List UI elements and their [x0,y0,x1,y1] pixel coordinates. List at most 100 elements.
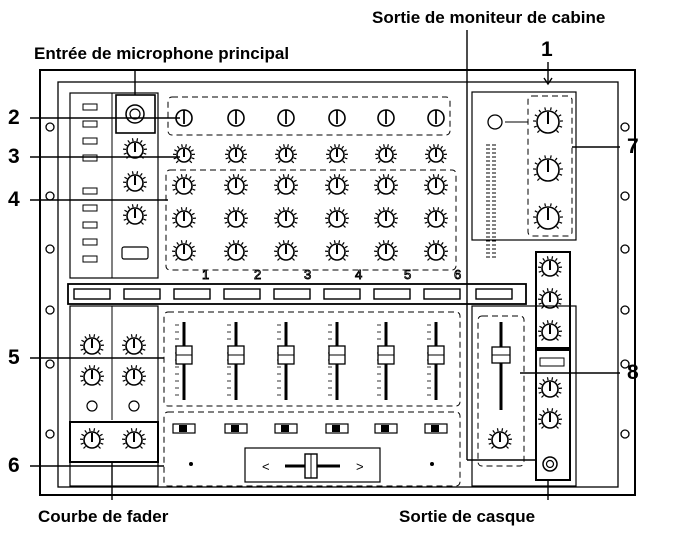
headphone-output-label: Sortie de casque [399,507,536,526]
channel-5-hi-knob[interactable] [373,174,399,195]
cue-button-2[interactable] [123,288,161,300]
channel-4-hi-knob[interactable] [324,174,350,195]
knobs [79,107,564,449]
channel-2-trim-knob[interactable] [227,109,245,127]
left-led-column [82,103,98,263]
callout-1: 1 [541,38,553,61]
channel-6-gain-knob[interactable] [424,144,448,164]
channel-number-1: 1 [202,267,209,282]
channel-5-mid-knob[interactable] [373,207,399,228]
master-knob-1[interactable] [532,107,564,134]
mic-section [69,92,159,279]
channel-3-fader[interactable] [277,322,295,400]
main-mic-input-label: Entrée de microphone principal [34,44,290,63]
channel-3-hi-knob[interactable] [273,174,299,195]
channel-1-gain-knob[interactable] [172,144,196,164]
channel-2-mid-knob[interactable] [223,207,249,228]
fader-start-switch-3[interactable] [274,423,298,434]
channel-3-low-knob[interactable] [273,240,299,261]
booth-monitor-box [535,251,571,349]
channel-1-trim-knob[interactable] [175,109,193,127]
channel-1-fader[interactable] [175,322,193,400]
channel-6-fader[interactable] [427,322,445,400]
cue-button-7[interactable] [373,288,411,300]
led-2 [82,120,98,128]
cue-buttons [73,288,513,300]
fader-start-switch-6[interactable] [424,423,448,434]
callout-2: 2 [8,106,20,129]
left-lower-knob-1[interactable] [79,334,105,355]
led-3 [82,137,98,145]
channel-1-low-knob[interactable] [171,240,197,261]
booth-knob-2[interactable] [537,288,563,309]
channel-1-hi-knob[interactable] [171,174,197,195]
channel-5-trim-knob[interactable] [377,109,395,127]
channel-3-gain-knob[interactable] [274,144,298,164]
fader-start-switch-2[interactable] [224,423,248,434]
fader-start-switch-5[interactable] [374,423,398,434]
channel-2-low-knob[interactable] [223,240,249,261]
callout-8: 8 [627,361,639,384]
led-8 [82,238,98,246]
channel-6-low-knob[interactable] [423,240,449,261]
led-4 [82,154,98,162]
fader-curve-label: Courbe de fader [38,507,169,526]
channel-trim-area [167,96,451,136]
leader-lines [30,30,620,500]
channel-3-trim-knob[interactable] [277,109,295,127]
crossfader-right-arrow: > [356,459,364,474]
cue-button-4[interactable] [223,288,261,300]
mic-knob-1[interactable] [122,138,148,159]
headphone-knob-1[interactable] [537,377,563,398]
channel-5-gain-knob[interactable] [374,144,398,164]
cue-button-9[interactable] [475,288,513,300]
headphone-knob-2[interactable] [537,408,563,429]
left-lower-knob-2[interactable] [121,334,147,355]
cue-button-5[interactable] [273,288,311,300]
channel-4-mid-knob[interactable] [324,207,350,228]
channel-2-gain-knob[interactable] [224,144,248,164]
cue-button-1[interactable] [73,288,111,300]
cue-button-3[interactable] [173,288,211,300]
master-section [471,91,577,241]
channel-2-hi-knob[interactable] [223,174,249,195]
led-6 [82,204,98,212]
channel-5-fader[interactable] [377,322,395,400]
left-lower-knob-6[interactable] [121,428,147,449]
channel-6-mid-knob[interactable] [423,207,449,228]
fader-start-switch-1[interactable] [172,423,196,434]
fader-start-switch-4[interactable] [325,423,349,434]
left-lower-knob-5[interactable] [79,428,105,449]
callout-6: 6 [8,454,20,477]
crossfader-area [163,411,461,487]
mic-switch [121,246,149,260]
channel-6-trim-knob[interactable] [427,109,445,127]
channel-fader-area [163,311,461,407]
master-knob-3[interactable] [532,203,564,230]
channel-number-2: 2 [254,267,261,282]
channel-4-gain-knob[interactable] [325,144,349,164]
panel-outline [57,81,619,488]
booth-knob-3[interactable] [537,320,563,341]
channel-number-5: 5 [404,267,411,282]
channel-5-low-knob[interactable] [373,240,399,261]
booth-knob-1[interactable] [537,256,563,277]
cue-button-8[interactable] [423,288,461,300]
master-balance-knob[interactable] [487,428,513,449]
channel-1-mid-knob[interactable] [171,207,197,228]
master-knob-2[interactable] [532,155,564,182]
channel-4-trim-knob[interactable] [328,109,346,127]
mic-knob-3[interactable] [122,204,148,225]
channel-2-fader[interactable] [227,322,245,400]
left-lower-knob-3[interactable] [79,365,105,386]
channel-3-mid-knob[interactable] [273,207,299,228]
channel-6-hi-knob[interactable] [423,174,449,195]
mic-knob-2[interactable] [122,171,148,192]
left-lower-knob-4[interactable] [121,365,147,386]
channel-4-low-knob[interactable] [324,240,350,261]
channel-4-fader[interactable] [328,322,346,400]
cue-button-6[interactable] [323,288,361,300]
master-fader-area [477,315,525,467]
